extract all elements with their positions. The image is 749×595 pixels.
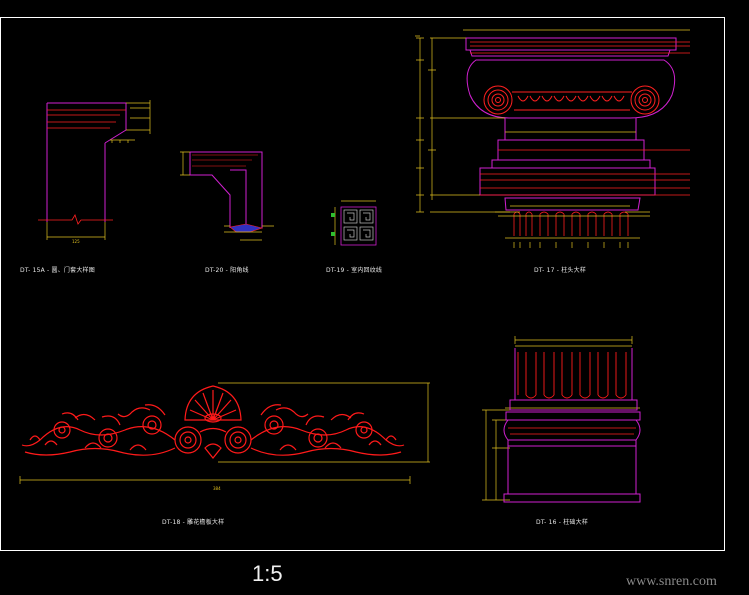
sheet-frame bbox=[0, 17, 725, 551]
watermark: www.snren.com bbox=[626, 574, 717, 589]
detail-dt20-corner-line bbox=[180, 151, 274, 241]
detail-dt17-column-capital bbox=[415, 29, 690, 248]
detail-dt15a-door-casing: 125 bbox=[38, 100, 151, 244]
label-dt20: DT-20 - 阳角线 bbox=[205, 267, 249, 274]
svg-text:125: 125 bbox=[72, 239, 80, 244]
detail-dt18-carved-cornice: 384 bbox=[19, 382, 430, 491]
detail-dt19-fret-pattern bbox=[331, 200, 377, 246]
label-dt17: DT- 17 - 柱头大样 bbox=[534, 267, 587, 274]
detail-dt16-column-base bbox=[482, 336, 641, 503]
label-dt15a: DT- 15A - 圆、门套大样图 bbox=[20, 267, 95, 274]
svg-text:384: 384 bbox=[213, 486, 221, 491]
label-dt16: DT- 16 - 柱础大样 bbox=[536, 519, 589, 526]
label-dt18: DT-18 - 雕花檐板大样 bbox=[162, 519, 225, 526]
label-dt19: DT-19 - 室内回纹线 bbox=[326, 267, 383, 274]
drawing-scale: 1:5 bbox=[252, 561, 283, 586]
